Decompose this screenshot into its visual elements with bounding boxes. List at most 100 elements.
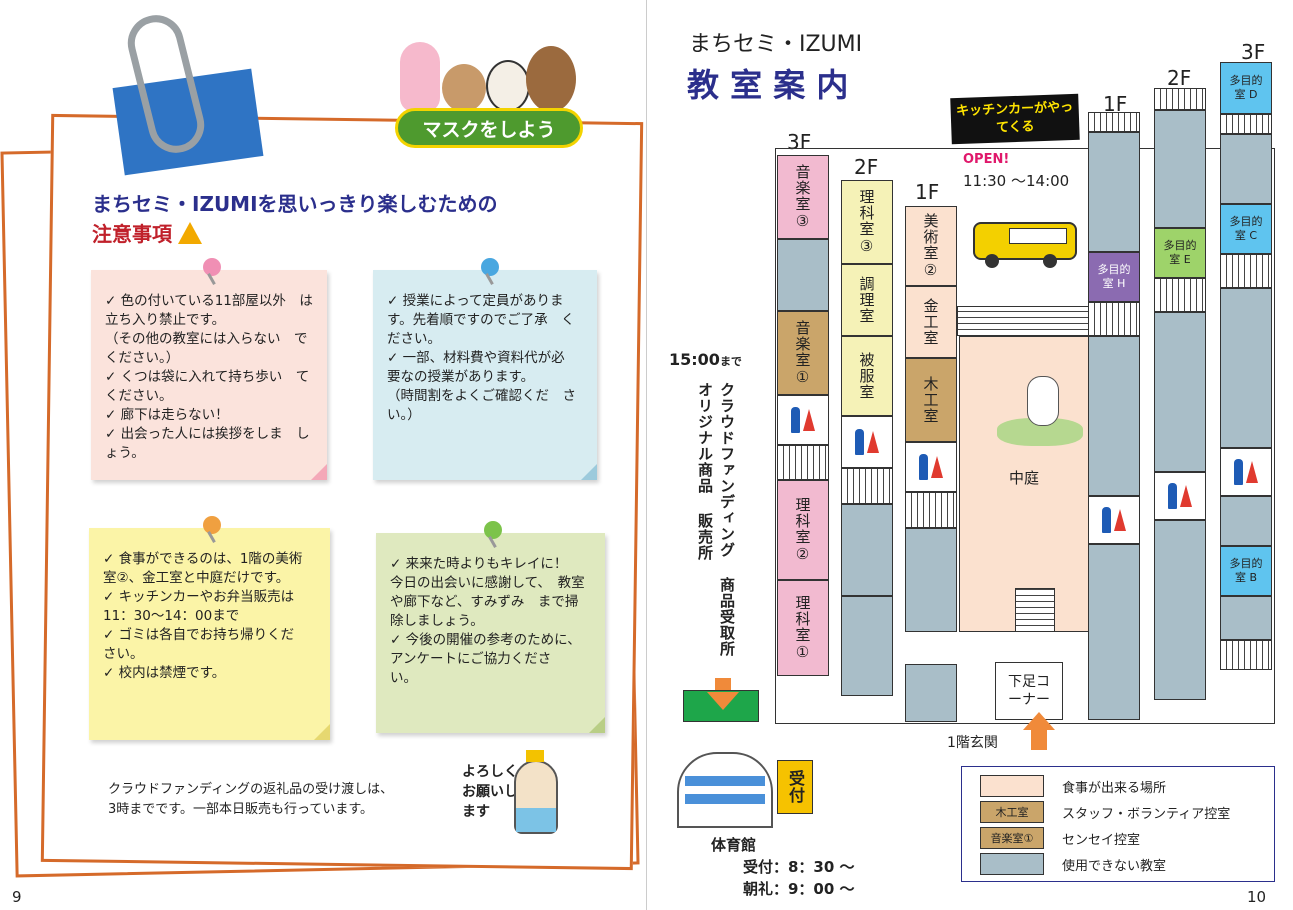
man-icon	[1102, 507, 1111, 533]
page-number: 9	[12, 888, 22, 906]
room-unavailable	[1220, 134, 1272, 204]
legend-label: 食事が出来る場所	[1062, 781, 1167, 796]
room-unavailable	[1088, 132, 1140, 252]
woman-icon	[867, 431, 879, 453]
woman-icon	[1180, 485, 1192, 507]
room-label: 下足コーナー	[1008, 674, 1050, 708]
legend-swatch	[980, 853, 1044, 875]
room-unavailable	[905, 664, 957, 722]
left-page: マスクをしよう まちセミ・IZUMIを思いっきり楽しむための 注意事項 ✓ 色の…	[0, 0, 646, 910]
crowdfunding-time-suffix: まで	[719, 355, 742, 368]
legend-swatch-label: 木工室	[995, 806, 1029, 819]
entrance-arrow-icon	[1023, 712, 1055, 730]
notice-subtitle: 注意事項	[92, 218, 202, 247]
stairs	[1154, 88, 1206, 110]
shoe-corner: 下足コーナー	[995, 662, 1063, 720]
woman-icon	[1114, 509, 1126, 531]
notice-title: まちセミ・IZUMIを思いっきり楽しむための	[92, 192, 498, 216]
note-blue: ✓ 授業によって定員がありま す。先着順ですのでご了承 ください。 ✓ 一部、材…	[373, 258, 597, 480]
room-metal: 金工室	[905, 286, 957, 358]
room-label: 多目的室 E	[1163, 239, 1197, 266]
stairs	[1220, 640, 1272, 670]
room-unavailable	[841, 596, 893, 696]
room-unavailable	[1154, 520, 1206, 700]
room-science-3: 理科室③	[841, 180, 893, 264]
room-label: 理科室②	[793, 496, 812, 564]
mask-banner-text: マスクをしよう	[422, 118, 556, 141]
room-label: 多目的室 B	[1229, 557, 1263, 584]
open-label: OPEN!	[963, 152, 1010, 167]
note-green: ✓ 来来た時よりもキレイに！ 今日の出会いに感謝して、 教室や廊下など、すみずみ…	[376, 521, 605, 733]
room-label: 多目的室 D	[1229, 74, 1263, 101]
note-yellow: ✓ 食事ができるのは、1階の美術 室②、金工室と中庭だけです。 ✓ キッチンカー…	[89, 516, 330, 740]
room-multi-e: 多目的室 E	[1154, 228, 1206, 278]
legend-swatch: 木工室	[980, 801, 1044, 823]
man-icon	[855, 429, 864, 455]
gym-illustration	[677, 742, 773, 828]
stairs	[1015, 588, 1055, 632]
room-label: 多目的室 H	[1097, 263, 1131, 290]
down-arrow-icon	[715, 678, 731, 692]
floor-label-3f: 3F	[787, 130, 812, 154]
page-number: 10	[1247, 888, 1267, 906]
list-item: ✓ ゴミは各自でお持ち帰りくだ さい。	[103, 627, 308, 662]
right-page: まちセミ・IZUMI 教 室 案 内 キッチンカーがやってくる OPEN! 11…	[647, 0, 1293, 910]
room-music-1: 音楽室①	[777, 311, 829, 395]
list-item: ✓ 校内は禁煙です。	[103, 665, 226, 681]
list-item: ✓ 色の付いている11部屋以外 は立ち入り禁止です。	[105, 293, 313, 328]
gym-label: 体育館	[711, 836, 757, 854]
gym-assembly-time: 朝礼：9：00 ～	[743, 880, 855, 898]
page-divider	[646, 0, 647, 910]
room-art-2: 美術室②	[905, 206, 957, 286]
crowdfunding-time-value: 15:00	[669, 350, 720, 369]
pushpin-icon	[481, 258, 499, 276]
woman-icon	[931, 456, 943, 478]
room-multi-h: 多目的室 H	[1088, 252, 1140, 302]
stairs	[1088, 302, 1140, 336]
open-time: 11:30 ～14:00	[963, 172, 1070, 190]
room-sewing: 被服室	[841, 336, 893, 416]
entrance-arrow-stem	[1031, 728, 1047, 750]
crowdfunding-time: 15:00まで	[669, 350, 742, 369]
courtyard: 中庭	[959, 336, 1089, 632]
list-item: ✓ キッチンカーやお弁当販売は 11：30～14：00まで	[103, 589, 308, 624]
kitchen-car-banner: キッチンカーがやってくる	[950, 93, 1080, 145]
pushpin-icon	[484, 521, 502, 539]
entrance-label: 1階玄関	[947, 735, 998, 751]
room-unavailable	[1220, 496, 1272, 546]
mask-animals-illustration	[398, 42, 578, 114]
room-multi-b: 多目的室 B	[1220, 546, 1272, 596]
man-icon	[919, 454, 928, 480]
room-label: 木工室	[921, 376, 940, 424]
room-unavailable	[1154, 312, 1206, 472]
room-label: 調理室	[857, 276, 876, 324]
room-label: 中庭	[1008, 469, 1039, 487]
stairs	[841, 468, 893, 504]
floor-label-2f: 2F	[854, 155, 879, 179]
stairs	[777, 445, 829, 480]
restroom	[1088, 496, 1140, 544]
room-unavailable	[1154, 110, 1206, 228]
room-multi-c: 多目的室 C	[1220, 204, 1272, 254]
room-label: 多目的室 C	[1229, 215, 1263, 242]
room-label: 音楽室①	[793, 319, 812, 387]
room-label: 音楽室③	[793, 163, 812, 231]
legend-swatch	[980, 775, 1044, 797]
kitchen-car-text: キッチンカーがやってくる	[955, 99, 1074, 136]
room-label: 被服室	[857, 352, 876, 400]
man-icon	[1168, 483, 1177, 509]
room-label: 受付	[786, 770, 805, 804]
room-music-3: 音楽室③	[777, 155, 829, 239]
legend-swatch-label: 音楽室①	[990, 832, 1034, 845]
warning-icon	[178, 221, 202, 244]
list-item: （時間割をよくご確認くだ さい。）	[387, 388, 576, 423]
list-item: ✓ 出会った人には挨拶をしま しょう。	[105, 426, 310, 461]
legend-label: センセイ控室	[1062, 833, 1141, 848]
list-item: ✓ 一部、材料費や資料代が必 要なの授業があります。	[387, 350, 579, 385]
note-pink: ✓ 色の付いている11部屋以外 は立ち入り禁止です。 （その他の教室には入らない…	[91, 258, 327, 480]
down-arrow-head-icon	[707, 692, 739, 710]
stairs	[1220, 254, 1272, 288]
crowdfunding-receipt-label: クラウドファンディング 商品受取所	[718, 382, 736, 657]
woman-icon	[1246, 461, 1258, 483]
stairs	[1220, 114, 1272, 134]
